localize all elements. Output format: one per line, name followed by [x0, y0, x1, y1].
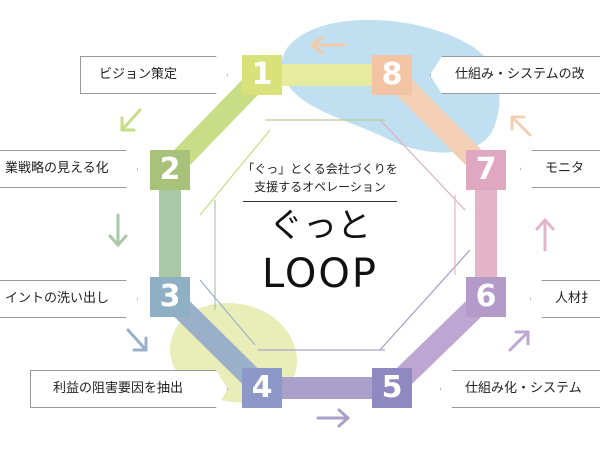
step-number-2: 2	[159, 152, 181, 187]
arrow-down-right-icon	[126, 328, 148, 352]
arrow-up-left-icon	[510, 115, 532, 137]
inner-connector-lines	[199, 119, 471, 351]
node-box-3	[150, 277, 190, 317]
step-number-5: 5	[381, 370, 403, 405]
connector-line	[199, 129, 271, 216]
node-box-2	[150, 150, 190, 190]
arrow-left-icon	[310, 35, 347, 55]
flow-arrows	[108, 35, 555, 428]
step-label-3: イントの洗い出し	[0, 280, 138, 318]
step-number-6: 6	[475, 279, 497, 314]
step-number-8: 8	[381, 57, 403, 92]
step-number-7: 7	[475, 152, 497, 187]
center-subtitle: 「ぐっ」とくる会社づくりを 支援するオペレーション	[240, 160, 400, 196]
step-label-6: 人材扌	[530, 280, 600, 318]
step-label-1: ビジョン策定	[80, 56, 228, 94]
center-divider	[243, 201, 397, 202]
step-nodes	[150, 55, 506, 408]
center-subtitle-line-2: 支援するオペレーション	[254, 180, 386, 194]
step-number-1: 1	[251, 57, 273, 92]
node-box-6	[466, 277, 506, 317]
step-label-2: 業戦略の見える化	[0, 150, 138, 188]
arrow-up-icon	[535, 218, 555, 252]
arrow-right-icon	[316, 408, 350, 428]
arrow-down-icon	[108, 213, 128, 247]
connector-line	[199, 279, 256, 346]
step-label-8: 仕組み・システムの改	[430, 56, 600, 94]
arrow-up-right-icon	[508, 330, 530, 352]
center-subtitle-line-1: 「ぐっ」とくる会社づくりを	[242, 162, 398, 176]
step-number-3: 3	[159, 279, 181, 314]
step-number-4: 4	[251, 370, 273, 405]
step-label-7: モニタ	[520, 150, 600, 188]
center-title: ぐっと	[269, 206, 371, 246]
node-box-1	[242, 55, 282, 95]
step-label-5: 仕組み化・システム	[440, 370, 600, 408]
arrow-down-left-icon	[120, 108, 142, 132]
node-box-5	[372, 368, 412, 408]
center-loop-title: LOOP	[262, 251, 378, 297]
node-box-7	[466, 150, 506, 190]
step-label-4: 利益の阻害要因を抽出	[30, 370, 228, 408]
node-box-4	[242, 368, 282, 408]
node-box-8	[372, 55, 412, 95]
connector-line	[379, 119, 466, 211]
